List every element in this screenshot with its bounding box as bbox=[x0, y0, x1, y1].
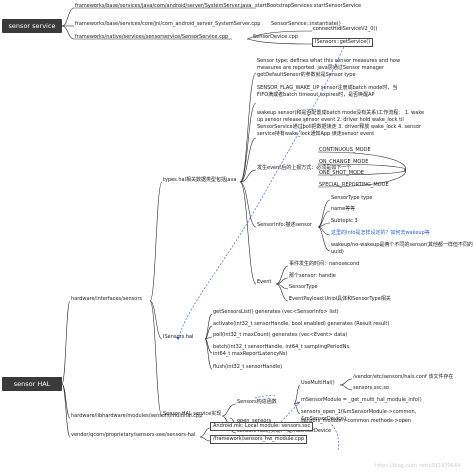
sensorinfo-node[interactable]: SensorInfo:描述sensor bbox=[257, 222, 312, 228]
info-wakeup-uuid[interactable]: wakeup/no-wakeup是两个不同的sensor(其他都一样但不同的uu… bbox=[331, 242, 473, 255]
isensors-hal[interactable]: ISensors.hal bbox=[163, 334, 194, 340]
sensor-service-instantiate[interactable]: SensorService::instantiate() bbox=[271, 21, 341, 27]
get-multi-hal-module-info[interactable]: mSensorModule = _get_multi_hal_module_in… bbox=[301, 397, 422, 403]
sensordevice-cpp[interactable]: SensorDevice.cpp bbox=[253, 34, 298, 40]
start-sensor-service-method[interactable]: startBootstrapServices:startSensorServic… bbox=[255, 3, 362, 9]
event-payload[interactable]: EventPayload:Uniol具体和SensorType相关 bbox=[289, 296, 391, 302]
event-sensor-type[interactable]: SensorType bbox=[289, 284, 318, 290]
wake-up-flag-note[interactable]: SENSOR_FLAG_WAKE_UP sensor注册成batch mode时… bbox=[257, 85, 398, 98]
hardware-interfaces-sensors[interactable]: hardware/interfaces/sensors bbox=[71, 296, 142, 302]
types-hal[interactable]: types.hal相关数据类型包括java bbox=[163, 177, 237, 183]
event-node[interactable]: Event bbox=[257, 279, 272, 285]
connect-hidl-service[interactable]: connectHidlServiceV2_0() bbox=[313, 26, 378, 32]
method-get-sensors-list[interactable]: getSensorsList() generates (vec<SensorIn… bbox=[213, 309, 339, 315]
mode-on-change[interactable]: ON_CHANGE_MODE bbox=[319, 159, 369, 165]
method-batch[interactable]: batch(int32_t sensorHandle, int64_t samp… bbox=[213, 344, 351, 357]
vendor-sensors-hal-path[interactable]: vendor/qcom/proprietary/sensors-see/sens… bbox=[71, 432, 196, 438]
mode-one-shot[interactable]: ONE_SHOT_MODE bbox=[319, 170, 365, 176]
sensors-hal-impl-device[interactable]: sensors hal的实现： 是mSensorDevice bbox=[237, 428, 332, 434]
android-mk-module[interactable]: Android.mk: Local module: sensors.ssc bbox=[210, 422, 314, 431]
isensors-getservice[interactable]: ISensors::getService() bbox=[312, 38, 374, 47]
sensors-ssc-so[interactable]: sensors.ssc.so bbox=[353, 385, 389, 391]
link-getservice-to-isensors bbox=[177, 43, 346, 341]
sensor-type-note[interactable]: Sensor type: defines what this sensor me… bbox=[257, 58, 401, 78]
hals-conf-exists[interactable]: /vendor/etc/sensors/hals.conf 该文件存在 bbox=[353, 374, 454, 380]
event-handle[interactable]: 那个sensor: handle bbox=[289, 273, 336, 279]
method-flush[interactable]: flush(int32_t sensorHandle) bbox=[213, 364, 283, 370]
systemserver-java-path[interactable]: frameworks/base/services/java/com/androi… bbox=[75, 3, 252, 9]
method-poll[interactable]: poll(int32_t maxCount) generates (vec<Ev… bbox=[213, 332, 348, 338]
sensor-hal-service-impl[interactable]: Sensor HAL service实现 bbox=[163, 411, 222, 417]
root-sensor-service[interactable]: sensor service bbox=[2, 19, 62, 33]
mode-continuous[interactable]: CONTINUOUS_MODE bbox=[319, 147, 371, 153]
info-subtopic[interactable]: Subtopic 3 bbox=[331, 218, 358, 224]
sensors-hw-module-cpp[interactable]: /framework/sensors_hw_module.cpp bbox=[210, 435, 308, 444]
systemserver-jni-path[interactable]: frameworks/base/services/core/jni/com_an… bbox=[75, 21, 261, 27]
sensors-open-call[interactable]: sensors_open_1(&mSensorModule->common, &… bbox=[301, 409, 417, 422]
sensorservice-cpp-path[interactable]: frameworks/native/services/sensorservice… bbox=[75, 34, 229, 40]
mode-special-reporting[interactable]: SPECIAL_REPORTING_MODE bbox=[319, 182, 389, 188]
info-name[interactable]: name等等 bbox=[331, 206, 356, 212]
info-sensor-type[interactable]: SensorType type bbox=[331, 195, 373, 201]
watermark: https://blog.csdn.net/u011979644 bbox=[375, 463, 461, 469]
event-timestamp[interactable]: 事件发生的时间：nanosecond bbox=[289, 261, 360, 267]
wakeup-sensor-workflow[interactable]: wakeup sensor(和是否配置成batch mode没有关系)工作流程：… bbox=[257, 110, 425, 137]
open-sensors[interactable]: open_sensors bbox=[237, 418, 272, 424]
open-sensors-method[interactable]: sensors_module->common.methods->open bbox=[301, 418, 412, 424]
reporting-mode-label[interactable]: 发生event后的上报方式：必须是如下一个 bbox=[257, 165, 352, 171]
info-wakeup-question[interactable]: 这里的Info是怎样设定的？如何去wakeup等 bbox=[331, 230, 430, 236]
use-multi-hal[interactable]: UseMultiHal() bbox=[301, 380, 335, 386]
method-activate[interactable]: activate(int32_t sensorHandle, bool enab… bbox=[213, 321, 390, 327]
root-sensor-hal[interactable]: sensor HAL bbox=[2, 377, 62, 391]
multihal-cpp-path[interactable]: hardware/libhardware/modules/sensors/mul… bbox=[71, 413, 203, 419]
sensors-constructor[interactable]: Sensors构造函数 bbox=[237, 399, 277, 405]
